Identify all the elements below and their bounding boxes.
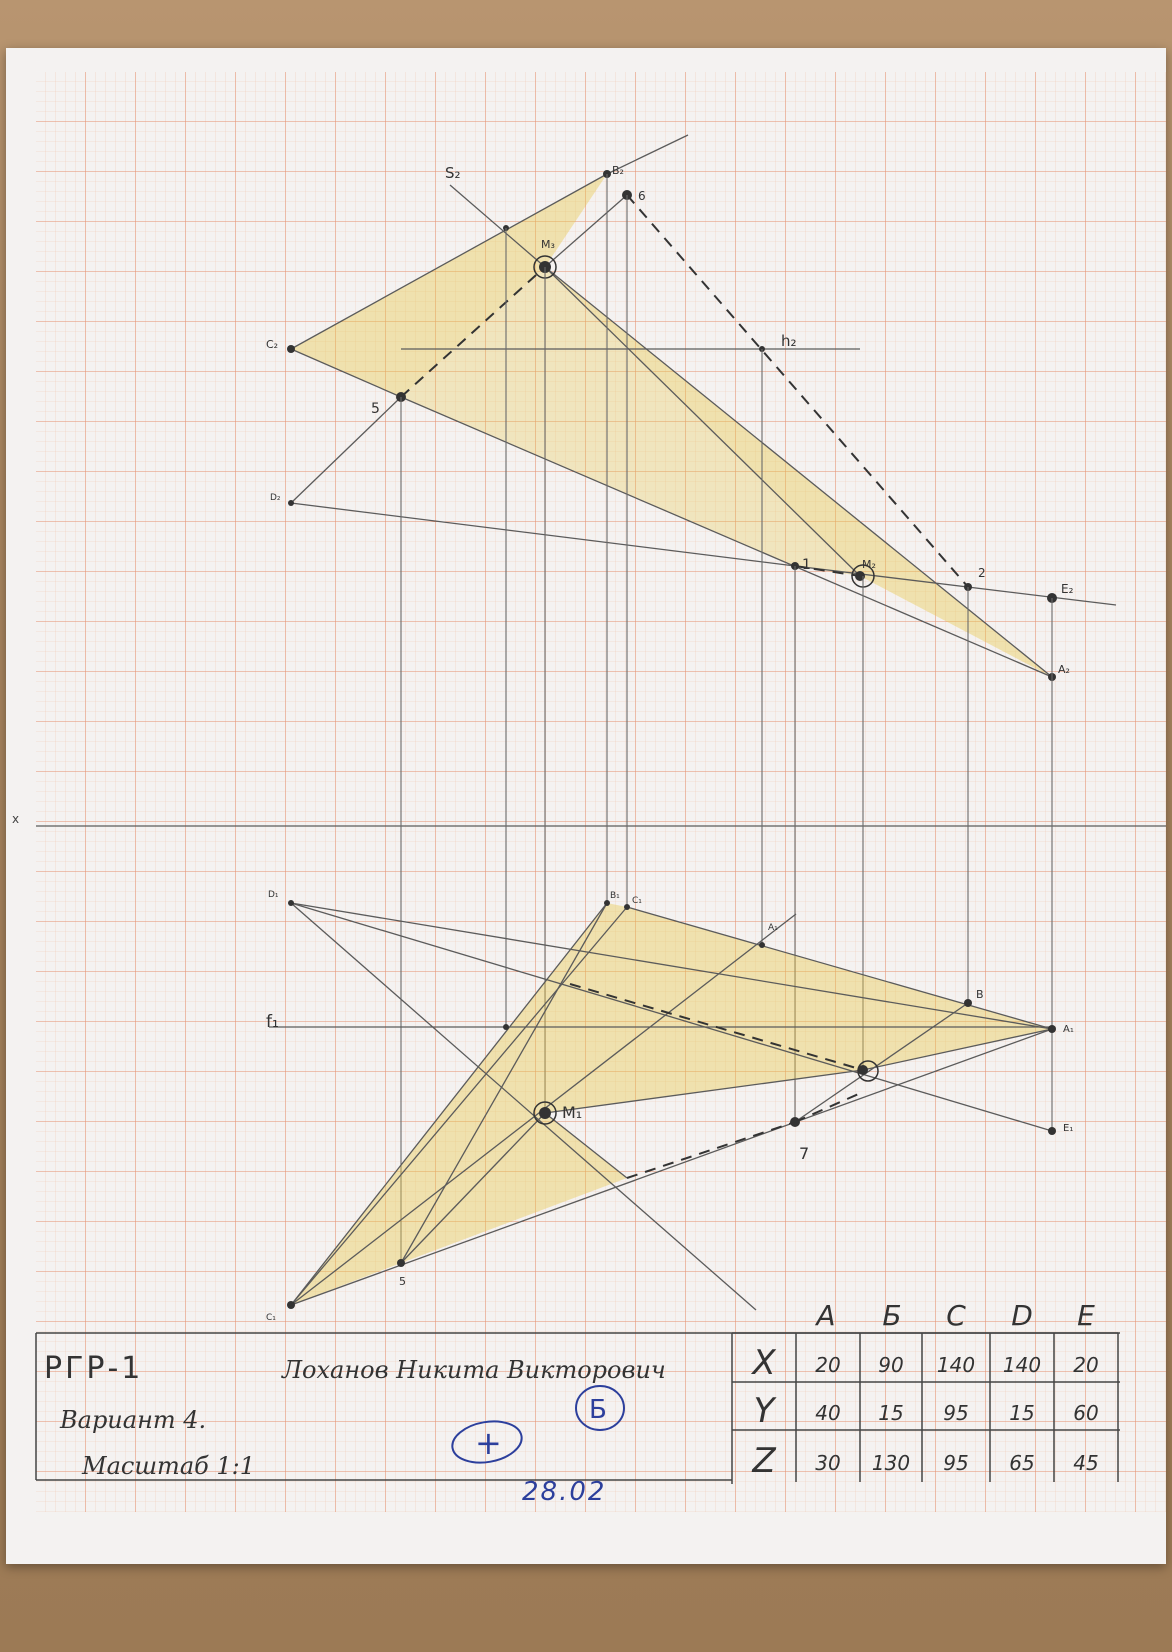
label-7: 7 — [799, 1144, 809, 1163]
label-h2: h₂ — [781, 332, 797, 350]
projection-link-lines — [400, 174, 1053, 1263]
row-header-z: Z — [751, 1441, 776, 1481]
cell-y-c: 95 — [943, 1401, 968, 1425]
horizontal-projection: D₁ B₁ C₁ A₁ f₁ B A₁ M₁ 7 E₁ C₁ 5 — [266, 890, 1074, 1323]
x-axis-label: x — [12, 812, 19, 826]
work-code: РГР-1 — [44, 1351, 143, 1386]
horizontal-shaded-face — [291, 903, 1052, 1305]
label-a1: A₁ — [1063, 1024, 1074, 1035]
grade-plus-mark: + — [475, 1424, 502, 1462]
cell-z-c: 95 — [943, 1451, 968, 1475]
label-m3: M₃ — [541, 238, 555, 251]
cell-y-d: 15 — [1009, 1401, 1034, 1425]
drawing-scale: Масштаб 1:1 — [81, 1452, 255, 1480]
column-header-a: A — [814, 1299, 835, 1332]
coordinates-table: A Б C D E X 20 90 140 140 20 Y 40 15 95 … — [732, 1299, 1120, 1482]
grid-paper — [36, 72, 1166, 1512]
label-5-horizontal: 5 — [399, 1275, 406, 1288]
column-header-d: D — [1011, 1299, 1033, 1332]
cell-x-c: 140 — [937, 1353, 975, 1377]
cell-y-b: 15 — [878, 1401, 903, 1425]
frontal-projection: S₂ B₂ 6 M₃ C₂ 5 D₂ h₂ 1 M₂ 2 E₂ A₂ — [266, 134, 1117, 681]
label-s2: S₂ — [445, 164, 461, 182]
cell-z-d: 65 — [1009, 1451, 1034, 1475]
variant-number: Вариант 4. — [59, 1406, 206, 1434]
label-6: 6 — [638, 189, 646, 203]
label-a2: A₂ — [1058, 663, 1070, 676]
label-e2: E₂ — [1061, 582, 1074, 596]
label-c1: C₁ — [266, 1313, 276, 1323]
label-b: B — [976, 988, 984, 1001]
row-header-x: X — [750, 1343, 776, 1383]
label-b2: B₂ — [612, 164, 624, 177]
student-name: Лоханов Никита Викторович — [281, 1356, 666, 1384]
row-header-y: Y — [754, 1391, 777, 1431]
label-d1: D₁ — [268, 890, 279, 900]
cell-x-b: 90 — [878, 1353, 903, 1377]
label-1: 1 — [802, 557, 811, 573]
cell-z-a: 30 — [815, 1451, 840, 1475]
cell-x-d: 140 — [1003, 1353, 1041, 1377]
cell-x-e: 20 — [1073, 1353, 1098, 1377]
frontal-shaded-face-lower — [401, 267, 860, 576]
grade-letter-mark: Б — [589, 1395, 607, 1425]
label-d2: D₂ — [270, 493, 281, 503]
label-b1: B₁ — [610, 891, 620, 901]
column-header-e: E — [1077, 1299, 1095, 1332]
label-m1: M₁ — [562, 1103, 582, 1122]
column-header-b: Б — [882, 1299, 901, 1332]
cell-x-a: 20 — [815, 1353, 840, 1377]
frontal-shaded-face — [291, 174, 1052, 677]
label-a1-top: A₁ — [768, 923, 778, 933]
cell-y-a: 40 — [815, 1401, 840, 1425]
label-2: 2 — [978, 566, 986, 580]
cell-z-e: 45 — [1073, 1451, 1098, 1475]
label-c2: C₂ — [266, 338, 278, 351]
cell-z-b: 130 — [872, 1451, 910, 1475]
column-header-c: C — [946, 1299, 966, 1332]
label-5-frontal: 5 — [371, 401, 380, 417]
label-f1: f₁ — [266, 1012, 279, 1032]
label-c1-top: C₁ — [632, 896, 642, 906]
label-e1: E₁ — [1063, 1123, 1073, 1134]
label-m2: M₂ — [862, 558, 876, 571]
teacher-marks: + Б 28.02 — [451, 1385, 625, 1507]
cell-y-e: 60 — [1073, 1401, 1098, 1425]
check-date: 28.02 — [522, 1477, 606, 1507]
